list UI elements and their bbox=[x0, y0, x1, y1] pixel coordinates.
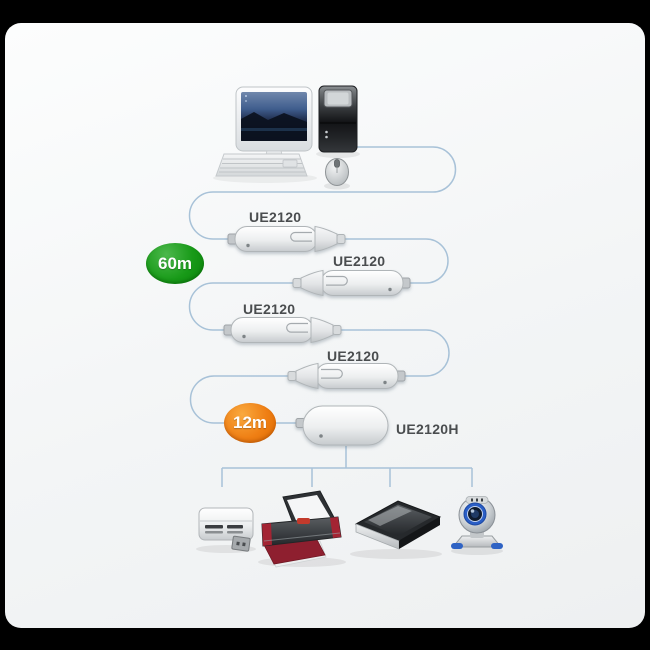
keyboard-icon bbox=[215, 153, 308, 177]
hub-distribution-lines bbox=[221, 446, 473, 487]
hub-label: UE2120H bbox=[396, 421, 459, 437]
extender1-label: UE2120 bbox=[249, 209, 302, 225]
extender3-icon bbox=[223, 316, 342, 344]
extender2-label: UE2120 bbox=[333, 253, 386, 269]
cable-pc-to-extender1 bbox=[188, 146, 457, 240]
extender1-icon bbox=[227, 225, 346, 253]
extender3-label: UE2120 bbox=[243, 301, 296, 317]
cable-extender2-to-extender3 bbox=[188, 282, 293, 331]
printer-icon bbox=[258, 490, 346, 568]
mouse-icon bbox=[324, 158, 350, 190]
usb-hub-icon bbox=[295, 405, 389, 446]
extender2-icon bbox=[292, 269, 411, 297]
tower-icon bbox=[318, 85, 358, 153]
cable-extender4-to-hub bbox=[189, 375, 298, 424]
cable-extender3-to-extender4 bbox=[341, 329, 450, 377]
card-reader-icon bbox=[196, 507, 256, 553]
scanner-icon bbox=[350, 500, 442, 559]
extender4-label: UE2120 bbox=[327, 348, 380, 364]
segment-distance-badge: 12m bbox=[224, 403, 276, 443]
usb-cables bbox=[188, 146, 473, 487]
desktop-computer-icon bbox=[213, 85, 360, 190]
extender4-icon bbox=[287, 362, 406, 390]
monitor-icon bbox=[235, 86, 313, 152]
total-distance-badge: 60m bbox=[146, 243, 204, 284]
webcam-icon bbox=[451, 496, 503, 555]
cable-extender1-to-extender2 bbox=[345, 238, 449, 284]
